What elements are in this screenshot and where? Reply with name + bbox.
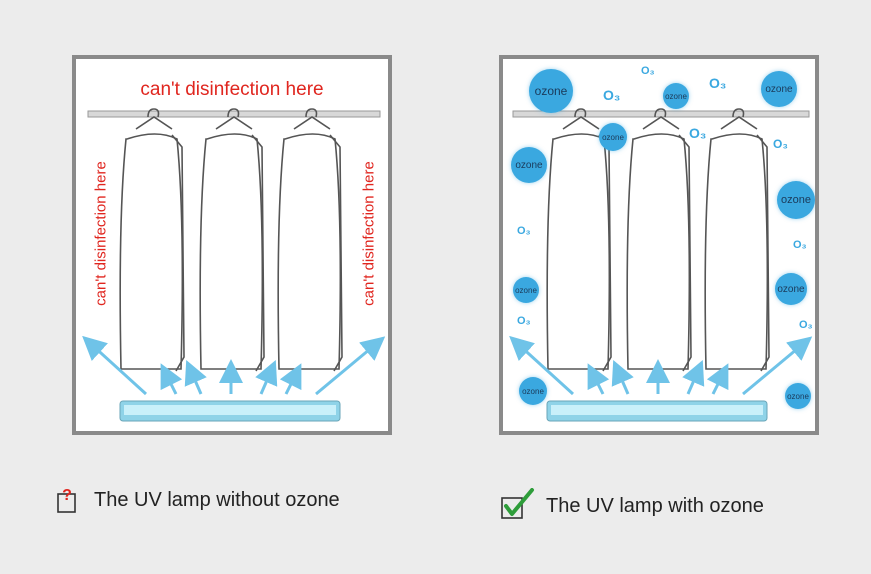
o3-molecule: O₃ — [709, 75, 727, 91]
o3-molecule: O₃ — [689, 125, 707, 141]
ozone-bubble: ozone — [519, 377, 547, 405]
o3-molecule: O₃ — [773, 137, 788, 151]
ozone-bubble: ozone — [761, 71, 797, 107]
o3-molecule: O₃ — [641, 65, 655, 77]
coats — [119, 108, 343, 372]
uv-tube — [551, 405, 763, 415]
ozone-bubble: ozone — [775, 273, 807, 305]
question-mark-icon: ? — [57, 487, 76, 513]
ozone-bubble: ozone — [785, 383, 811, 409]
caption-without-ozone: The UV lamp without ozone — [94, 489, 340, 511]
ozone-bubble: ozone — [663, 83, 689, 109]
uv-rays — [82, 335, 386, 396]
ozone-bubble: ozone — [513, 277, 539, 303]
top-warning-label: can't disinfection here — [140, 79, 324, 100]
ozone-bubble: ozone — [529, 69, 573, 113]
coats — [546, 108, 770, 372]
checkmark-icon — [501, 488, 534, 519]
ozone-bubble: ozone — [599, 123, 627, 151]
wardrobe-illustration — [509, 108, 813, 422]
caption-with-ozone: The UV lamp with ozone — [546, 495, 764, 517]
uv-rays — [509, 335, 813, 396]
panel-without-ozone: can't disinfection here can't disinfecti… — [72, 55, 392, 435]
o3-molecule: O₃ — [517, 315, 531, 327]
uv-tube — [124, 405, 336, 415]
wardrobe-illustration — [82, 108, 386, 422]
ozone-bubble: ozone — [777, 181, 815, 219]
o3-molecule: O₃ — [603, 87, 621, 103]
o3-molecule: O₃ — [793, 239, 807, 251]
left-warning-label: can't disinfection here — [92, 161, 110, 306]
svg-text:?: ? — [62, 487, 72, 504]
o3-molecule: O₃ — [799, 319, 813, 331]
o3-molecule: O₃ — [517, 225, 531, 237]
panel-with-ozone: ozone ozone ozone ozone ozone ozone ozon… — [499, 55, 819, 435]
right-warning-label: can't disinfection here — [360, 161, 378, 306]
ozone-bubble: ozone — [511, 147, 547, 183]
